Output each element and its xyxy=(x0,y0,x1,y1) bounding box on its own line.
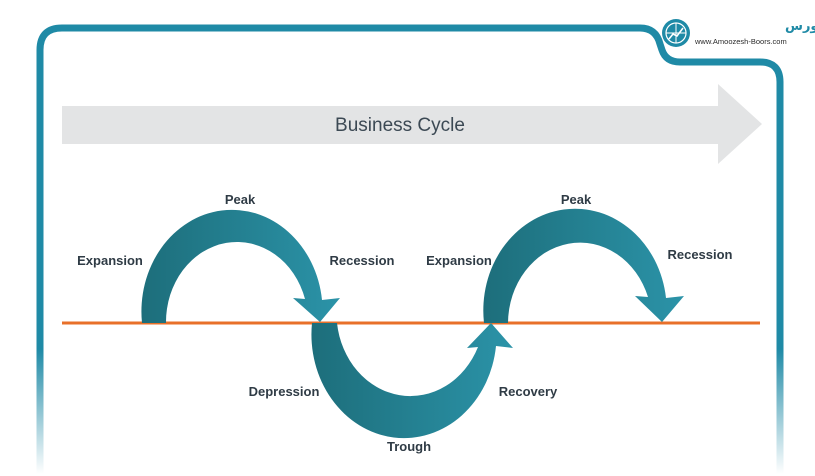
label-expansion-2: Expansion xyxy=(426,253,492,268)
arc-expansion-recession-2 xyxy=(483,208,684,323)
logo-url: www.Amoozesh-Boors.com xyxy=(694,37,787,46)
arc-depression-recovery xyxy=(311,323,513,439)
diagram-title: Business Cycle xyxy=(335,115,465,136)
arc-expansion-recession-1 xyxy=(141,209,340,323)
label-expansion-1: Expansion xyxy=(77,253,143,268)
label-trough: Trough xyxy=(387,439,431,454)
label-recovery: Recovery xyxy=(499,384,558,399)
globe-chart-icon xyxy=(662,19,690,47)
label-peak-2: Peak xyxy=(561,192,592,207)
timeline-banner-arrow xyxy=(62,84,762,164)
label-peak-1: Peak xyxy=(225,192,256,207)
label-recession-2: Recession xyxy=(667,247,732,262)
label-depression: Depression xyxy=(249,384,320,399)
frame-border xyxy=(36,24,784,474)
label-recession-1: Recession xyxy=(329,253,394,268)
logo[interactable]: آموزش ساده بورس www.Amoozesh-Boors.com xyxy=(662,17,815,47)
logo-title: آموزش ساده بورس xyxy=(785,17,815,34)
